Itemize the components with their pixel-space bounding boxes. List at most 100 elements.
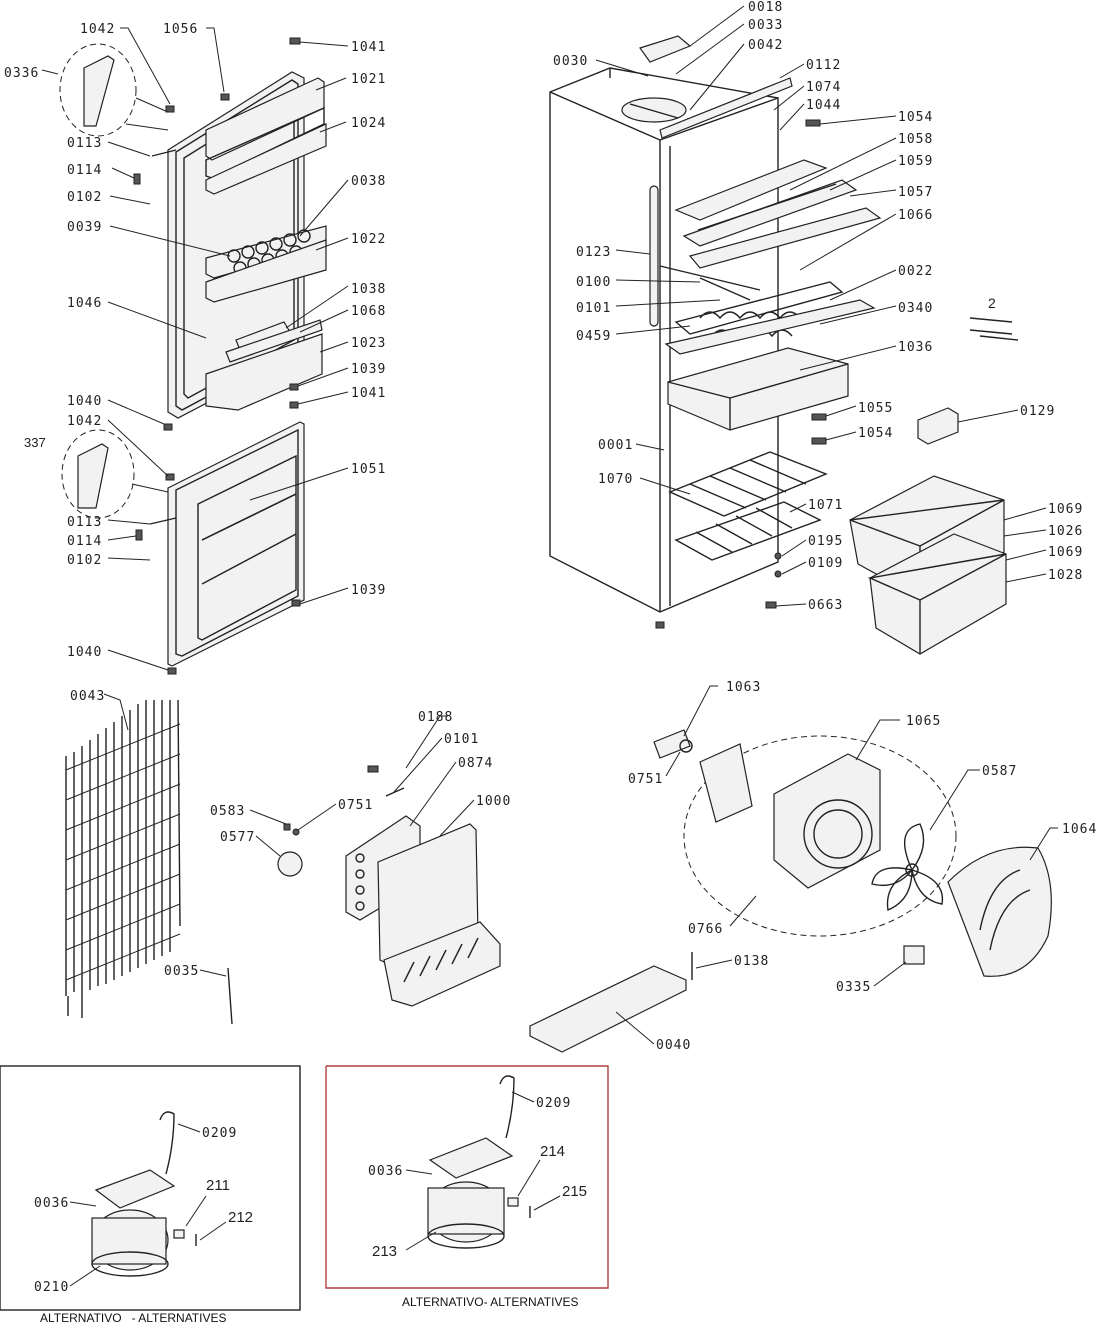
label-0123: 0123 — [576, 245, 611, 260]
label-0018: 0018 — [748, 0, 783, 15]
label-1040b: 1040 — [67, 645, 102, 660]
label-0036b: 0036 — [368, 1164, 403, 1179]
label-1042: 1042 — [80, 22, 115, 37]
label-0022: 0022 — [898, 264, 933, 279]
label-1023: 1023 — [351, 336, 386, 351]
label-0043: 0043 — [70, 689, 105, 704]
label-1069b: 1069 — [1048, 545, 1083, 560]
label-1054b: 1054 — [858, 426, 893, 441]
label-0766: 0766 — [688, 922, 723, 937]
label-0114b: 0114 — [67, 534, 102, 549]
label-0101: 0101 — [576, 301, 611, 316]
label-1028: 1028 — [1048, 568, 1083, 583]
label-0583: 0583 — [210, 804, 245, 819]
label-1070: 1070 — [598, 472, 633, 487]
label-1058: 1058 — [898, 132, 933, 147]
label-1039b: 1039 — [351, 583, 386, 598]
label-0188: 0188 — [418, 710, 453, 725]
label-1044: 1044 — [806, 98, 841, 113]
fridge-door — [61, 421, 305, 675]
label-211: 211 — [206, 1177, 230, 1194]
label-0109: 0109 — [808, 556, 843, 571]
callout-labels: 1042 1056 1041 0336 1021 1024 0113 0114 … — [4, 0, 1097, 1295]
label-2: 2 — [988, 295, 996, 311]
label-0102: 0102 — [67, 190, 102, 205]
label-1064: 1064 — [1062, 822, 1097, 837]
label-1024: 1024 — [351, 116, 386, 131]
label-0209: 0209 — [202, 1126, 237, 1141]
caption-alternatives-right: ALTERNATIVO- ALTERNATIVES — [402, 1295, 578, 1309]
label-1057: 1057 — [898, 185, 933, 200]
label-0751: 0751 — [338, 798, 373, 813]
label-1041b: 1041 — [351, 386, 386, 401]
compressor-alt-right — [325, 1065, 609, 1289]
label-1040: 1040 — [67, 394, 102, 409]
label-1000: 1000 — [476, 794, 511, 809]
label-0042: 0042 — [748, 38, 783, 53]
label-1038: 1038 — [351, 282, 386, 297]
label-0113b: 0113 — [67, 515, 102, 530]
freezer-door — [59, 37, 327, 431]
label-0577: 0577 — [220, 830, 255, 845]
label-1055: 1055 — [858, 401, 893, 416]
label-1042b: 1042 — [67, 414, 102, 429]
label-0033: 0033 — [748, 18, 783, 33]
label-0587: 0587 — [982, 764, 1017, 779]
label-0663: 0663 — [808, 598, 843, 613]
label-214: 214 — [540, 1143, 565, 1160]
caption-alternatives-left: ALTERNATIVO - ALTERNATIVES — [40, 1311, 226, 1325]
label-0030: 0030 — [553, 54, 588, 69]
label-1068: 1068 — [351, 304, 386, 319]
label-1069: 1069 — [1048, 502, 1083, 517]
label-0751b: 0751 — [628, 772, 663, 787]
label-212: 212 — [228, 1209, 253, 1226]
condenser — [65, 699, 181, 1018]
label-0114: 0114 — [67, 163, 102, 178]
leader-lines — [41, 5, 1058, 1287]
label-0039: 0039 — [67, 220, 102, 235]
label-1046: 1046 — [67, 296, 102, 311]
label-0001: 0001 — [598, 438, 633, 453]
label-0138: 0138 — [734, 954, 769, 969]
label-1039: 1039 — [351, 362, 386, 377]
label-1036: 1036 — [898, 340, 933, 355]
cabinet — [549, 35, 1019, 655]
label-0038: 0038 — [351, 174, 386, 189]
label-0874: 0874 — [458, 756, 493, 771]
label-1059: 1059 — [898, 154, 933, 169]
label-0040: 0040 — [656, 1038, 691, 1053]
label-1074: 1074 — [806, 80, 841, 95]
label-0100: 0100 — [576, 275, 611, 290]
label-213: 213 — [372, 1243, 397, 1260]
label-215: 215 — [562, 1183, 587, 1200]
label-0336: 0336 — [4, 66, 39, 81]
label-1022: 1022 — [351, 232, 386, 247]
label-1054: 1054 — [898, 110, 933, 125]
label-1063: 1063 — [726, 680, 761, 695]
label-1071: 1071 — [808, 498, 843, 513]
label-337: 337 — [24, 435, 46, 450]
label-0195: 0195 — [808, 534, 843, 549]
label-0129: 0129 — [1020, 404, 1055, 419]
label-1065: 1065 — [906, 714, 941, 729]
label-1021: 1021 — [351, 72, 386, 87]
label-0335: 0335 — [836, 980, 871, 995]
label-0036: 0036 — [34, 1196, 69, 1211]
label-1066: 1066 — [898, 208, 933, 223]
label-0210: 0210 — [34, 1280, 69, 1295]
label-0035: 0035 — [164, 964, 199, 979]
label-0113: 0113 — [67, 136, 102, 151]
fan-assembly — [529, 729, 1052, 1053]
label-1051: 1051 — [351, 462, 386, 477]
label-1056: 1056 — [163, 22, 198, 37]
label-0209b: 0209 — [536, 1096, 571, 1111]
label-0459: 0459 — [576, 329, 611, 344]
compressor-alt-left — [0, 1065, 301, 1311]
label-0101b: 0101 — [444, 732, 479, 747]
label-0112: 0112 — [806, 58, 841, 73]
evaporator — [227, 765, 501, 1025]
label-1041: 1041 — [351, 40, 386, 55]
label-0340: 0340 — [898, 301, 933, 316]
label-1026: 1026 — [1048, 524, 1083, 539]
